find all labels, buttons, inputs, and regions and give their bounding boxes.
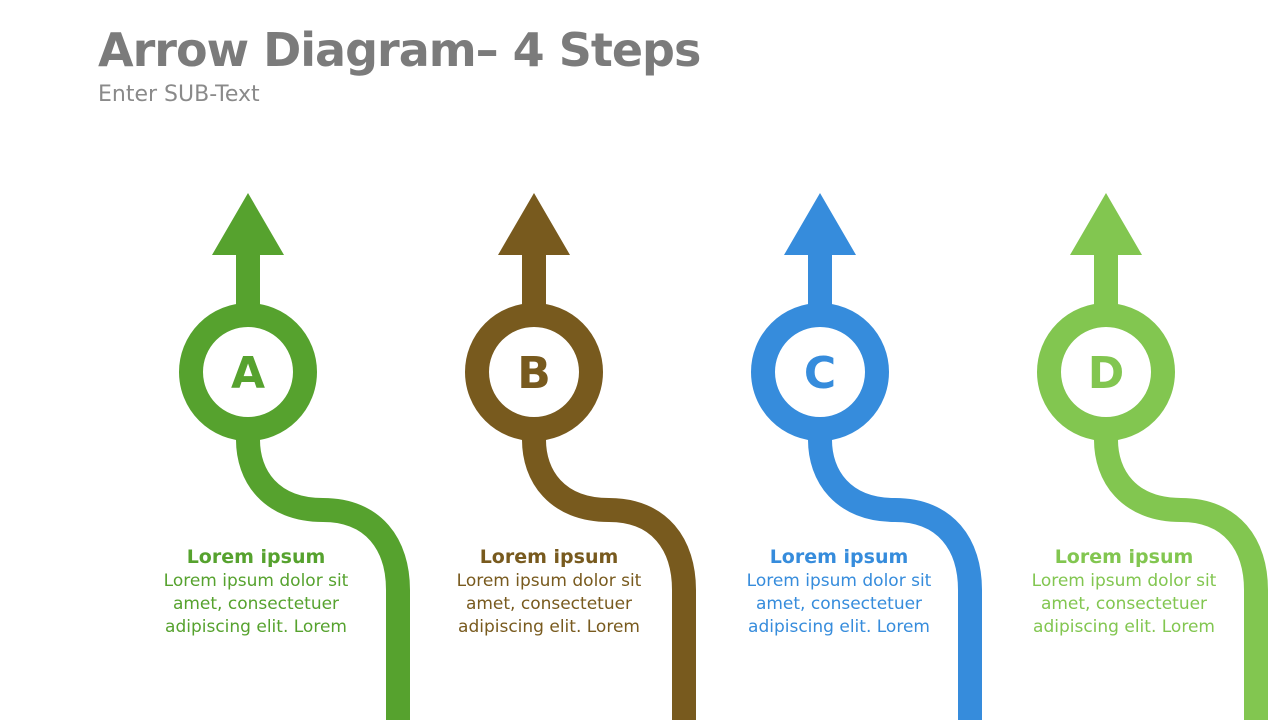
step-d-ring [1037,303,1175,441]
step-c: C [751,193,982,720]
step-d-text: Lorem ipsum Lorem ipsum dolor sit amet, … [1009,544,1239,639]
step-b-arrow-stem [522,250,546,312]
step-b-heading: Lorem ipsum [479,546,619,568]
step-b-arrow-head [498,193,570,255]
step-a-body: Lorem ipsum dolor sit amet, consectetuer… [163,571,349,637]
slide-title: Arrow Diagram– 4 Steps [98,23,701,77]
step-a-letter: A [231,348,265,399]
step-d-letter: D [1088,348,1125,399]
step-a-arrow-stem [236,250,260,312]
step-b-letter: B [517,348,551,399]
step-a-heading: Lorem ipsum [186,546,326,568]
step-a: A [179,193,410,720]
step-c-heading: Lorem ipsum [769,546,909,568]
step-b-body: Lorem ipsum dolor sit amet, consectetuer… [456,571,642,637]
step-d-arrow-head [1070,193,1142,255]
step-d-body: Lorem ipsum dolor sit amet, consectetuer… [1031,571,1217,637]
step-b-text: Lorem ipsum Lorem ipsum dolor sit amet, … [434,544,664,639]
step-c-arrow-head [784,193,856,255]
step-d: D [1037,193,1268,720]
step-c-letter: C [804,348,836,399]
step-b-ring [465,303,603,441]
step-a-arrow-head [212,193,284,255]
step-a-ring [179,303,317,441]
step-c-ring [751,303,889,441]
slide-subtitle: Enter SUB-Text [98,82,260,107]
step-a-text: Lorem ipsum Lorem ipsum dolor sit amet, … [141,544,371,639]
step-c-body: Lorem ipsum dolor sit amet, consectetuer… [746,571,932,637]
step-a-path [236,432,410,720]
step-b-path [522,432,696,720]
step-b: B [465,193,696,720]
step-c-path [808,432,982,720]
step-c-arrow-stem [808,250,832,312]
step-c-text: Lorem ipsum Lorem ipsum dolor sit amet, … [724,544,954,639]
step-d-arrow-stem [1094,250,1118,312]
step-d-path [1094,432,1268,720]
step-d-heading: Lorem ipsum [1054,546,1194,568]
